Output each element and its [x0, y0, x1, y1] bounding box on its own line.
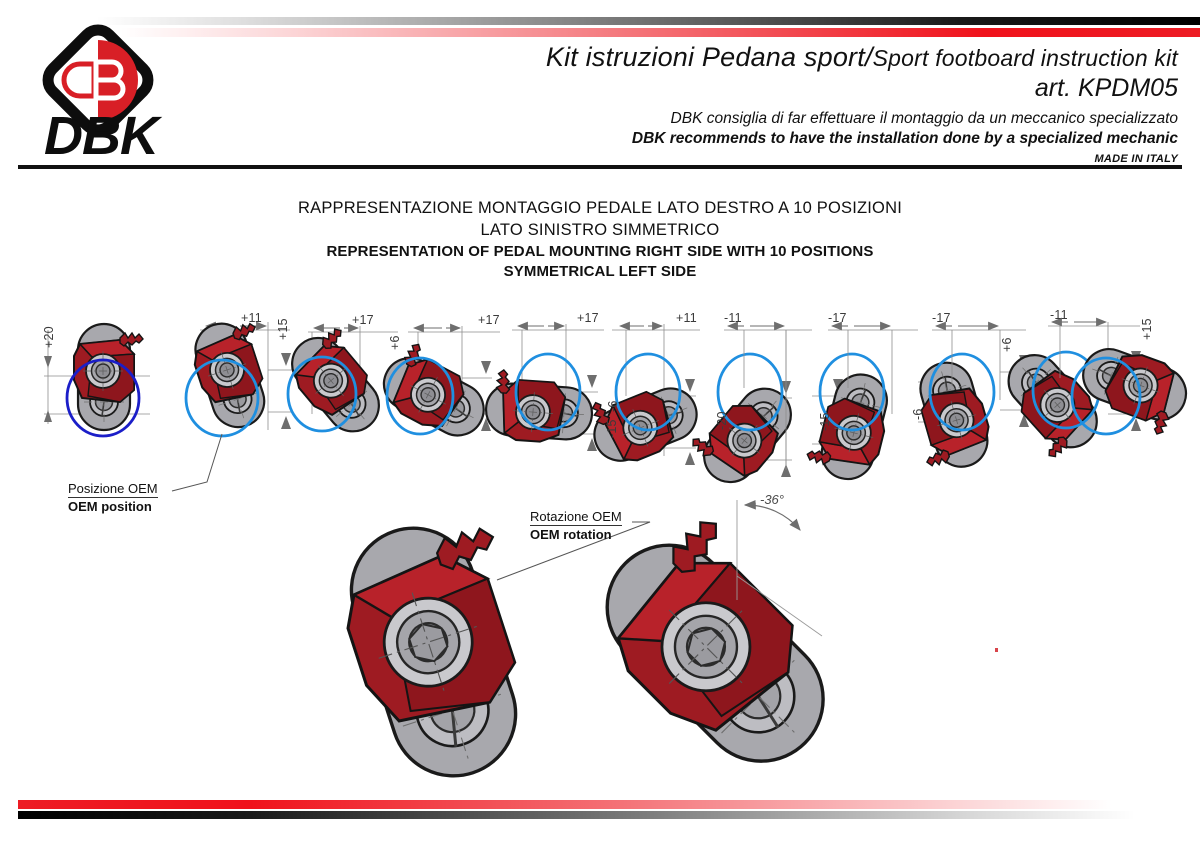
stray-dot: [995, 648, 998, 652]
oem-highlight-circle: [65, 358, 141, 438]
dim-h-8: -11: [724, 311, 742, 325]
section-title: RAPPRESENTAZIONE MONTAGGIO PEDALE LATO D…: [0, 198, 1200, 283]
dbk-logo-mark: DBK: [42, 24, 164, 164]
position-11: [1048, 317, 1196, 441]
position-5: [482, 321, 604, 451]
position-10: [932, 321, 1112, 468]
callout-oem-rotation-en: OEM rotation: [530, 525, 622, 543]
dbk-logo: DBK: [36, 24, 196, 164]
article-number: art. KPDM05: [1034, 74, 1178, 103]
oem-rotation-illustration: [322, 501, 651, 798]
document-title: Kit istruzioni Pedana sport/Sport footbo…: [348, 42, 1178, 72]
document-title-it: Kit istruzioni Pedana sport/: [545, 42, 873, 72]
dim-h-4: +17: [478, 313, 500, 327]
callout-oem-position: Posizione OEM OEM position: [68, 481, 158, 516]
callout-oem-rotation-it: Rotazione OEM: [530, 509, 622, 524]
bottom-red-stripe: [18, 800, 1182, 809]
dim-v-9: -6: [911, 408, 925, 420]
header-text-block: Kit istruzioni Pedana sport/Sport footbo…: [348, 42, 1178, 165]
dim-h-5: +17: [577, 311, 599, 325]
dim-v-7: -20: [715, 411, 729, 430]
position-8: [724, 321, 898, 487]
dim-h-9: -17: [828, 311, 847, 325]
dim-h-6: +11: [676, 311, 697, 325]
dim-v-10: +6: [1000, 337, 1014, 352]
dim-h-3: +17: [352, 313, 374, 327]
callout-oem-position-en: OEM position: [68, 497, 158, 515]
advice-it: DBK consiglia di far effettuare il monta…: [670, 110, 1178, 128]
position-6: [580, 321, 707, 474]
callout-oem-position-it: Posizione OEM: [68, 481, 158, 496]
dim-h-2: +11: [241, 311, 262, 325]
position-7: [682, 330, 806, 497]
position-2: [171, 311, 292, 492]
advice-en: DBK recommends to have the installation …: [631, 130, 1178, 148]
dim-h-11: -11: [1050, 308, 1068, 322]
section-title-en-1: REPRESENTATION OF PEDAL MOUNTING RIGHT S…: [326, 242, 874, 260]
position-9: [828, 321, 999, 478]
pedal-oem-rotation-view: [322, 501, 562, 798]
section-title-it-2: LATO SINISTRO SIMMETRICO: [480, 220, 720, 239]
top-red-stripe: [0, 28, 1200, 37]
dim-v-6: -15: [605, 419, 619, 438]
made-in-italy: MADE IN ITALY: [1094, 152, 1178, 165]
dim-v-8: -15: [818, 412, 832, 431]
dim-h-10: -17: [932, 311, 951, 325]
dim-v-5: -6: [606, 400, 620, 412]
dim-v-1: +20: [42, 326, 56, 348]
callout-oem-rotation: Rotazione OEM OEM rotation: [530, 509, 622, 544]
dim-v-11: +15: [1140, 318, 1154, 340]
position-3: [277, 317, 401, 446]
section-title-it-1: RAPPRESENTAZIONE MONTAGGIO PEDALE LATO D…: [298, 199, 902, 217]
dim-v-2: +15: [276, 318, 290, 340]
dim-v-4: +6: [388, 335, 402, 350]
bottom-black-stripe: [18, 811, 1182, 819]
section-title-en-2: SYMMETRICAL LEFT SIDE: [503, 263, 697, 281]
document-title-en: Sport footboard instruction kit: [872, 45, 1178, 71]
dbk-wordmark: DBK: [44, 106, 163, 164]
header-divider: [18, 165, 1182, 169]
rotation-angle-label: -36°: [760, 492, 784, 507]
position-1: [44, 322, 150, 438]
top-black-stripe: [0, 17, 1200, 25]
